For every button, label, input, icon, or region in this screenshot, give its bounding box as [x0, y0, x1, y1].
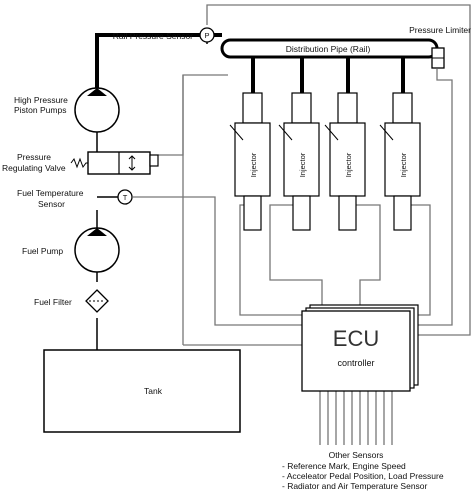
fuel-lines: [95, 33, 405, 350]
ecu: ECU controller: [301, 304, 419, 392]
fuel-pump-arrow-icon: [87, 228, 107, 236]
injector-nozzle: [243, 195, 262, 231]
injector-label: Injector: [249, 152, 258, 177]
pressure-limiter: Pressure Limiter: [409, 25, 471, 69]
injector-nozzle: [393, 195, 412, 231]
hp-pumps-label-line2: Piston Pumps: [14, 105, 66, 115]
injector-label: Injector: [399, 152, 408, 177]
other-sensors-legend: Other Sensors - Reference Mark, Engine S…: [282, 450, 444, 491]
fuel-pump: Fuel Pump: [22, 227, 120, 273]
other-sensors-item-1: - Reference Mark, Engine Speed: [282, 461, 406, 471]
injector-1: Injector: [229, 92, 271, 231]
pressure-sensor-symbol: P: [204, 31, 209, 40]
regulating-valve-label-line1: Pressure: [17, 152, 51, 162]
pressure-limiter-wire: [412, 69, 453, 326]
injector-3: Injector: [324, 92, 366, 231]
valve-spring-icon: [70, 157, 88, 169]
injector-head: [392, 92, 413, 124]
temp-sensor-symbol: T: [123, 193, 128, 202]
ecu-title: ECU: [333, 326, 379, 351]
injector-label: Injector: [344, 152, 353, 177]
rail-injector-lines: [251, 55, 405, 95]
injector-head: [337, 92, 358, 124]
fuel-pump-label: Fuel Pump: [22, 246, 63, 256]
injector-body: [329, 122, 366, 197]
tank-body: [43, 349, 241, 433]
injector-head: [242, 92, 263, 124]
other-sensors-item-3: - Radiator and Air Temperature Sensor: [282, 481, 428, 491]
fuel-filter: Fuel Filter: [34, 289, 109, 313]
fuel-temp-label-line2: Sensor: [38, 199, 65, 209]
hp-pump-arrow-icon: [87, 88, 107, 96]
valve-solenoid-icon: [149, 154, 159, 167]
temperature-sensor-icon: [117, 189, 133, 205]
injector-coil-line: [324, 124, 339, 141]
regulating-valve-wire: [158, 74, 228, 156]
injector-coil-line: [278, 124, 293, 141]
injector-4: Injector: [379, 92, 421, 231]
injector-coil-line: [229, 124, 244, 141]
distribution-pipe: Distribution Pipe (Rail): [220, 38, 439, 59]
pressure-sensor-icon: [199, 27, 215, 43]
injector-head: [291, 92, 312, 124]
injector-body: [384, 122, 421, 197]
pressure-limiter-label: Pressure Limiter: [409, 25, 471, 35]
injector-coil-line: [379, 124, 394, 141]
high-pressure-line: [95, 33, 222, 88]
rail-pressure-sensor: P Rail Pressure Sensor: [113, 27, 215, 44]
temp-sensor-wire: [133, 196, 302, 326]
high-pressure-pump: High Pressure Piston Pumps: [14, 87, 120, 133]
tank-label: Tank: [144, 386, 163, 396]
signal-wiring: [133, 4, 471, 445]
tank: Tank: [43, 349, 241, 433]
fuel-temp-label-line1: Fuel Temperature: [17, 188, 84, 198]
injector-body: [283, 122, 320, 197]
other-sensors-title: Other Sensors: [329, 450, 384, 460]
injector-nozzle: [292, 195, 311, 231]
regulating-valve-label-line2: Regulating Valve: [2, 163, 66, 173]
ecu-box: [301, 310, 411, 392]
other-sensors-item-2: - Acceleator Pedal Position, Load Pressu…: [282, 471, 444, 481]
distribution-pipe-label: Distribution Pipe (Rail): [286, 44, 371, 54]
rail-sensor-wire: [206, 4, 471, 336]
ecu-subtitle: controller: [337, 358, 374, 368]
injector-body: [234, 122, 271, 197]
rail-pressure-sensor-label: Rail Pressure Sensor: [113, 31, 193, 41]
fuel-temperature-sensor: T Fuel Temperature Sensor: [17, 188, 133, 209]
injector-2: Injector: [278, 92, 320, 231]
hp-pumps-label-line1: High Pressure: [14, 95, 68, 105]
fuel-filter-label: Fuel Filter: [34, 297, 72, 307]
pressure-regulating-valve: Pressure Regulating Valve: [2, 151, 159, 175]
injector-nozzle: [338, 195, 357, 231]
injector-label: Injector: [298, 152, 307, 177]
valve-arrow-icon: [128, 155, 136, 171]
other-sensor-wires: [319, 385, 393, 445]
